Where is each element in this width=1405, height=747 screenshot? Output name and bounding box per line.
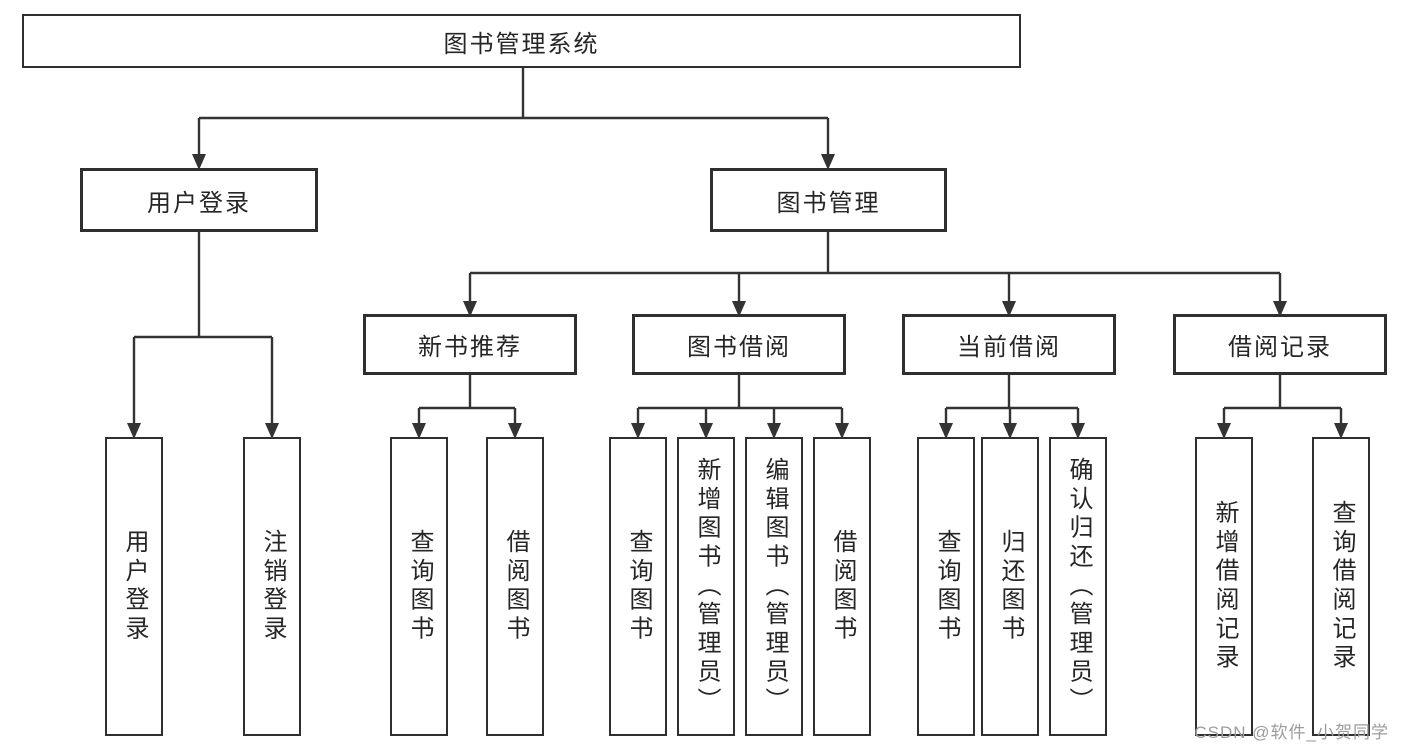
leaf-records-query-record-label: 查询借阅记录 bbox=[1328, 500, 1355, 673]
connector-root-to-level2 bbox=[192, 68, 835, 170]
node-borrow-records: 借阅记录 bbox=[1173, 314, 1387, 375]
node-book-borrow-label: 图书借阅 bbox=[687, 334, 791, 361]
leaf-borrow-query-books-label: 查询图书 bbox=[625, 528, 652, 645]
node-borrow-records-label: 借阅记录 bbox=[1228, 334, 1332, 361]
node-book-borrow: 图书借阅 bbox=[632, 314, 846, 375]
connector-new-book-recommend-to-leaves bbox=[412, 375, 522, 439]
leaf-current-query-books-label: 查询图书 bbox=[933, 528, 960, 645]
leaf-logout-label: 注销登录 bbox=[259, 528, 286, 645]
leaf-current-confirm-return-admin-label: 确认归还（管理员） bbox=[1065, 456, 1092, 717]
connector-book-borrow-to-leaves bbox=[631, 375, 849, 439]
node-root: 图书管理系统 bbox=[22, 14, 1021, 68]
leaf-borrow-add-books-admin: 新增图书（管理员） bbox=[677, 437, 735, 736]
leaf-user-login: 用户登录 bbox=[105, 437, 163, 736]
leaf-records-add-record-label: 新增借阅记录 bbox=[1211, 500, 1238, 673]
connector-book-management-to-level3 bbox=[463, 232, 1287, 317]
leaf-borrow-add-books-admin-label: 新增图书（管理员） bbox=[693, 456, 720, 717]
csdn-watermark: CSDN @软件_小贺同学 bbox=[1194, 723, 1389, 742]
node-current-borrow: 当前借阅 bbox=[902, 314, 1116, 375]
connector-borrow-records-to-leaves bbox=[1217, 375, 1348, 439]
leaf-borrow-edit-books-admin-label: 编辑图书（管理员） bbox=[761, 456, 788, 717]
leaf-records-add-record: 新增借阅记录 bbox=[1195, 437, 1253, 736]
node-current-borrow-label: 当前借阅 bbox=[957, 334, 1061, 361]
leaf-records-query-record: 查询借阅记录 bbox=[1312, 437, 1370, 736]
leaf-current-confirm-return-admin: 确认归还（管理员） bbox=[1049, 437, 1107, 736]
node-new-book-recommend: 新书推荐 bbox=[363, 314, 577, 375]
leaf-borrow-borrow-books: 借阅图书 bbox=[813, 437, 871, 736]
leaf-recommend-borrow-books: 借阅图书 bbox=[486, 437, 544, 736]
node-user-login: 用户登录 bbox=[80, 168, 318, 232]
leaf-current-return-books-label: 归还图书 bbox=[997, 528, 1024, 645]
node-user-login-label: 用户登录 bbox=[147, 189, 251, 217]
connector-current-borrow-to-leaves bbox=[939, 375, 1085, 439]
node-book-management: 图书管理 bbox=[710, 168, 947, 232]
leaf-recommend-borrow-books-label: 借阅图书 bbox=[502, 528, 529, 645]
leaf-borrow-query-books: 查询图书 bbox=[609, 437, 667, 736]
leaf-recommend-query-books: 查询图书 bbox=[390, 437, 448, 736]
leaf-current-query-books: 查询图书 bbox=[917, 437, 975, 736]
leaf-recommend-query-books-label: 查询图书 bbox=[406, 528, 433, 645]
node-new-book-recommend-label: 新书推荐 bbox=[418, 334, 522, 361]
connector-user-login-to-leaves bbox=[127, 232, 279, 439]
leaf-current-return-books: 归还图书 bbox=[981, 437, 1039, 736]
leaf-borrow-borrow-books-label: 借阅图书 bbox=[829, 528, 856, 645]
node-book-management-label: 图书管理 bbox=[776, 189, 881, 217]
leaf-user-login-label: 用户登录 bbox=[121, 528, 148, 645]
leaf-borrow-edit-books-admin: 编辑图书（管理员） bbox=[745, 437, 803, 736]
node-root-label: 图书管理系统 bbox=[443, 30, 600, 58]
leaf-logout: 注销登录 bbox=[243, 437, 301, 736]
